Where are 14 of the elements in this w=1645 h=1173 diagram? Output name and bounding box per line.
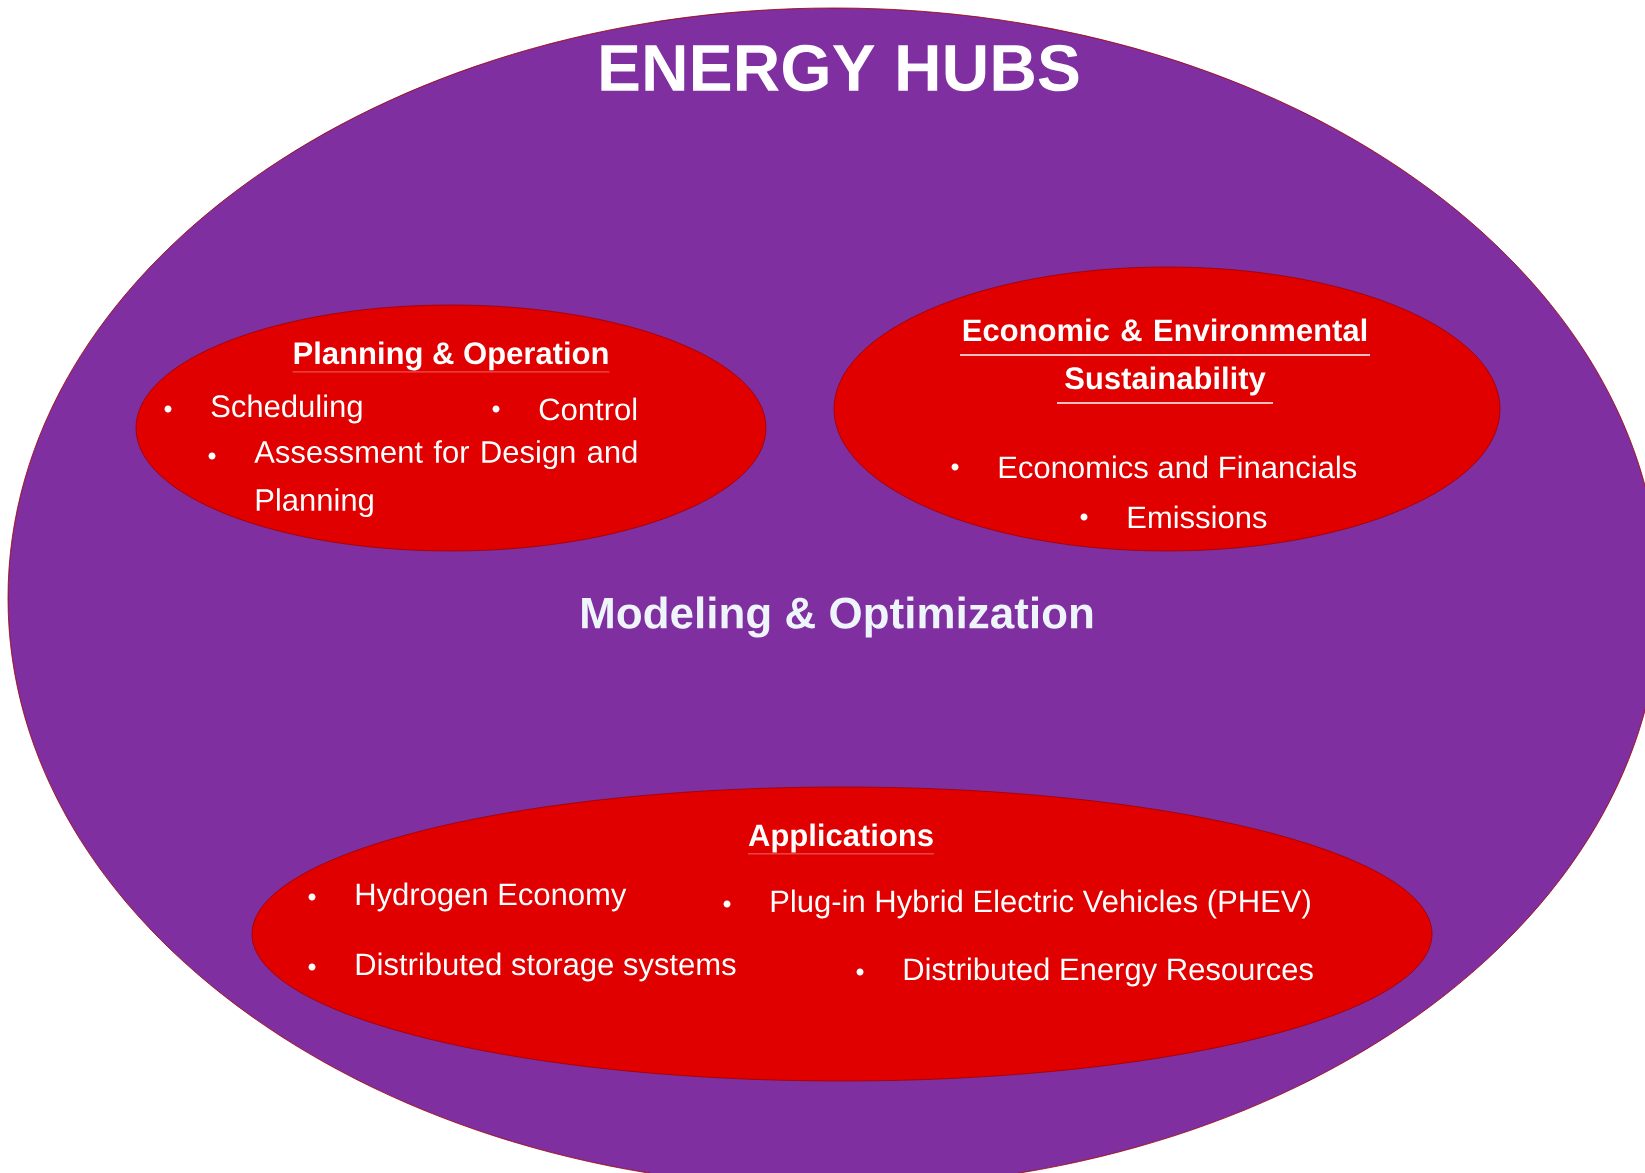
bullet-item: Distributed storage systems bbox=[308, 952, 736, 982]
heading: Applications bbox=[747, 823, 935, 855]
bullet-item: Hydrogen Economy bbox=[308, 882, 627, 912]
bullet-item: Emissions bbox=[1080, 505, 1267, 529]
bullet-item: Plug-in Hybrid Electric Vehicles (PHEV) bbox=[723, 889, 1310, 919]
bullet-item: Distributed Energy Resources bbox=[856, 957, 1313, 987]
bullet-item: Scheduling bbox=[164, 394, 362, 424]
heading: Planning & Operation bbox=[292, 341, 610, 373]
bullet-item: Control bbox=[492, 397, 637, 421]
title: ENERGY HUBS bbox=[601, 44, 1079, 92]
bullet-item: Assessment for Design and Planning bbox=[208, 440, 637, 518]
label: Modeling & Optimization bbox=[582, 596, 1093, 638]
bullet-item: Economics and Financials bbox=[951, 455, 1357, 479]
heading: Economic & Environmental Sustainability bbox=[959, 318, 1371, 404]
